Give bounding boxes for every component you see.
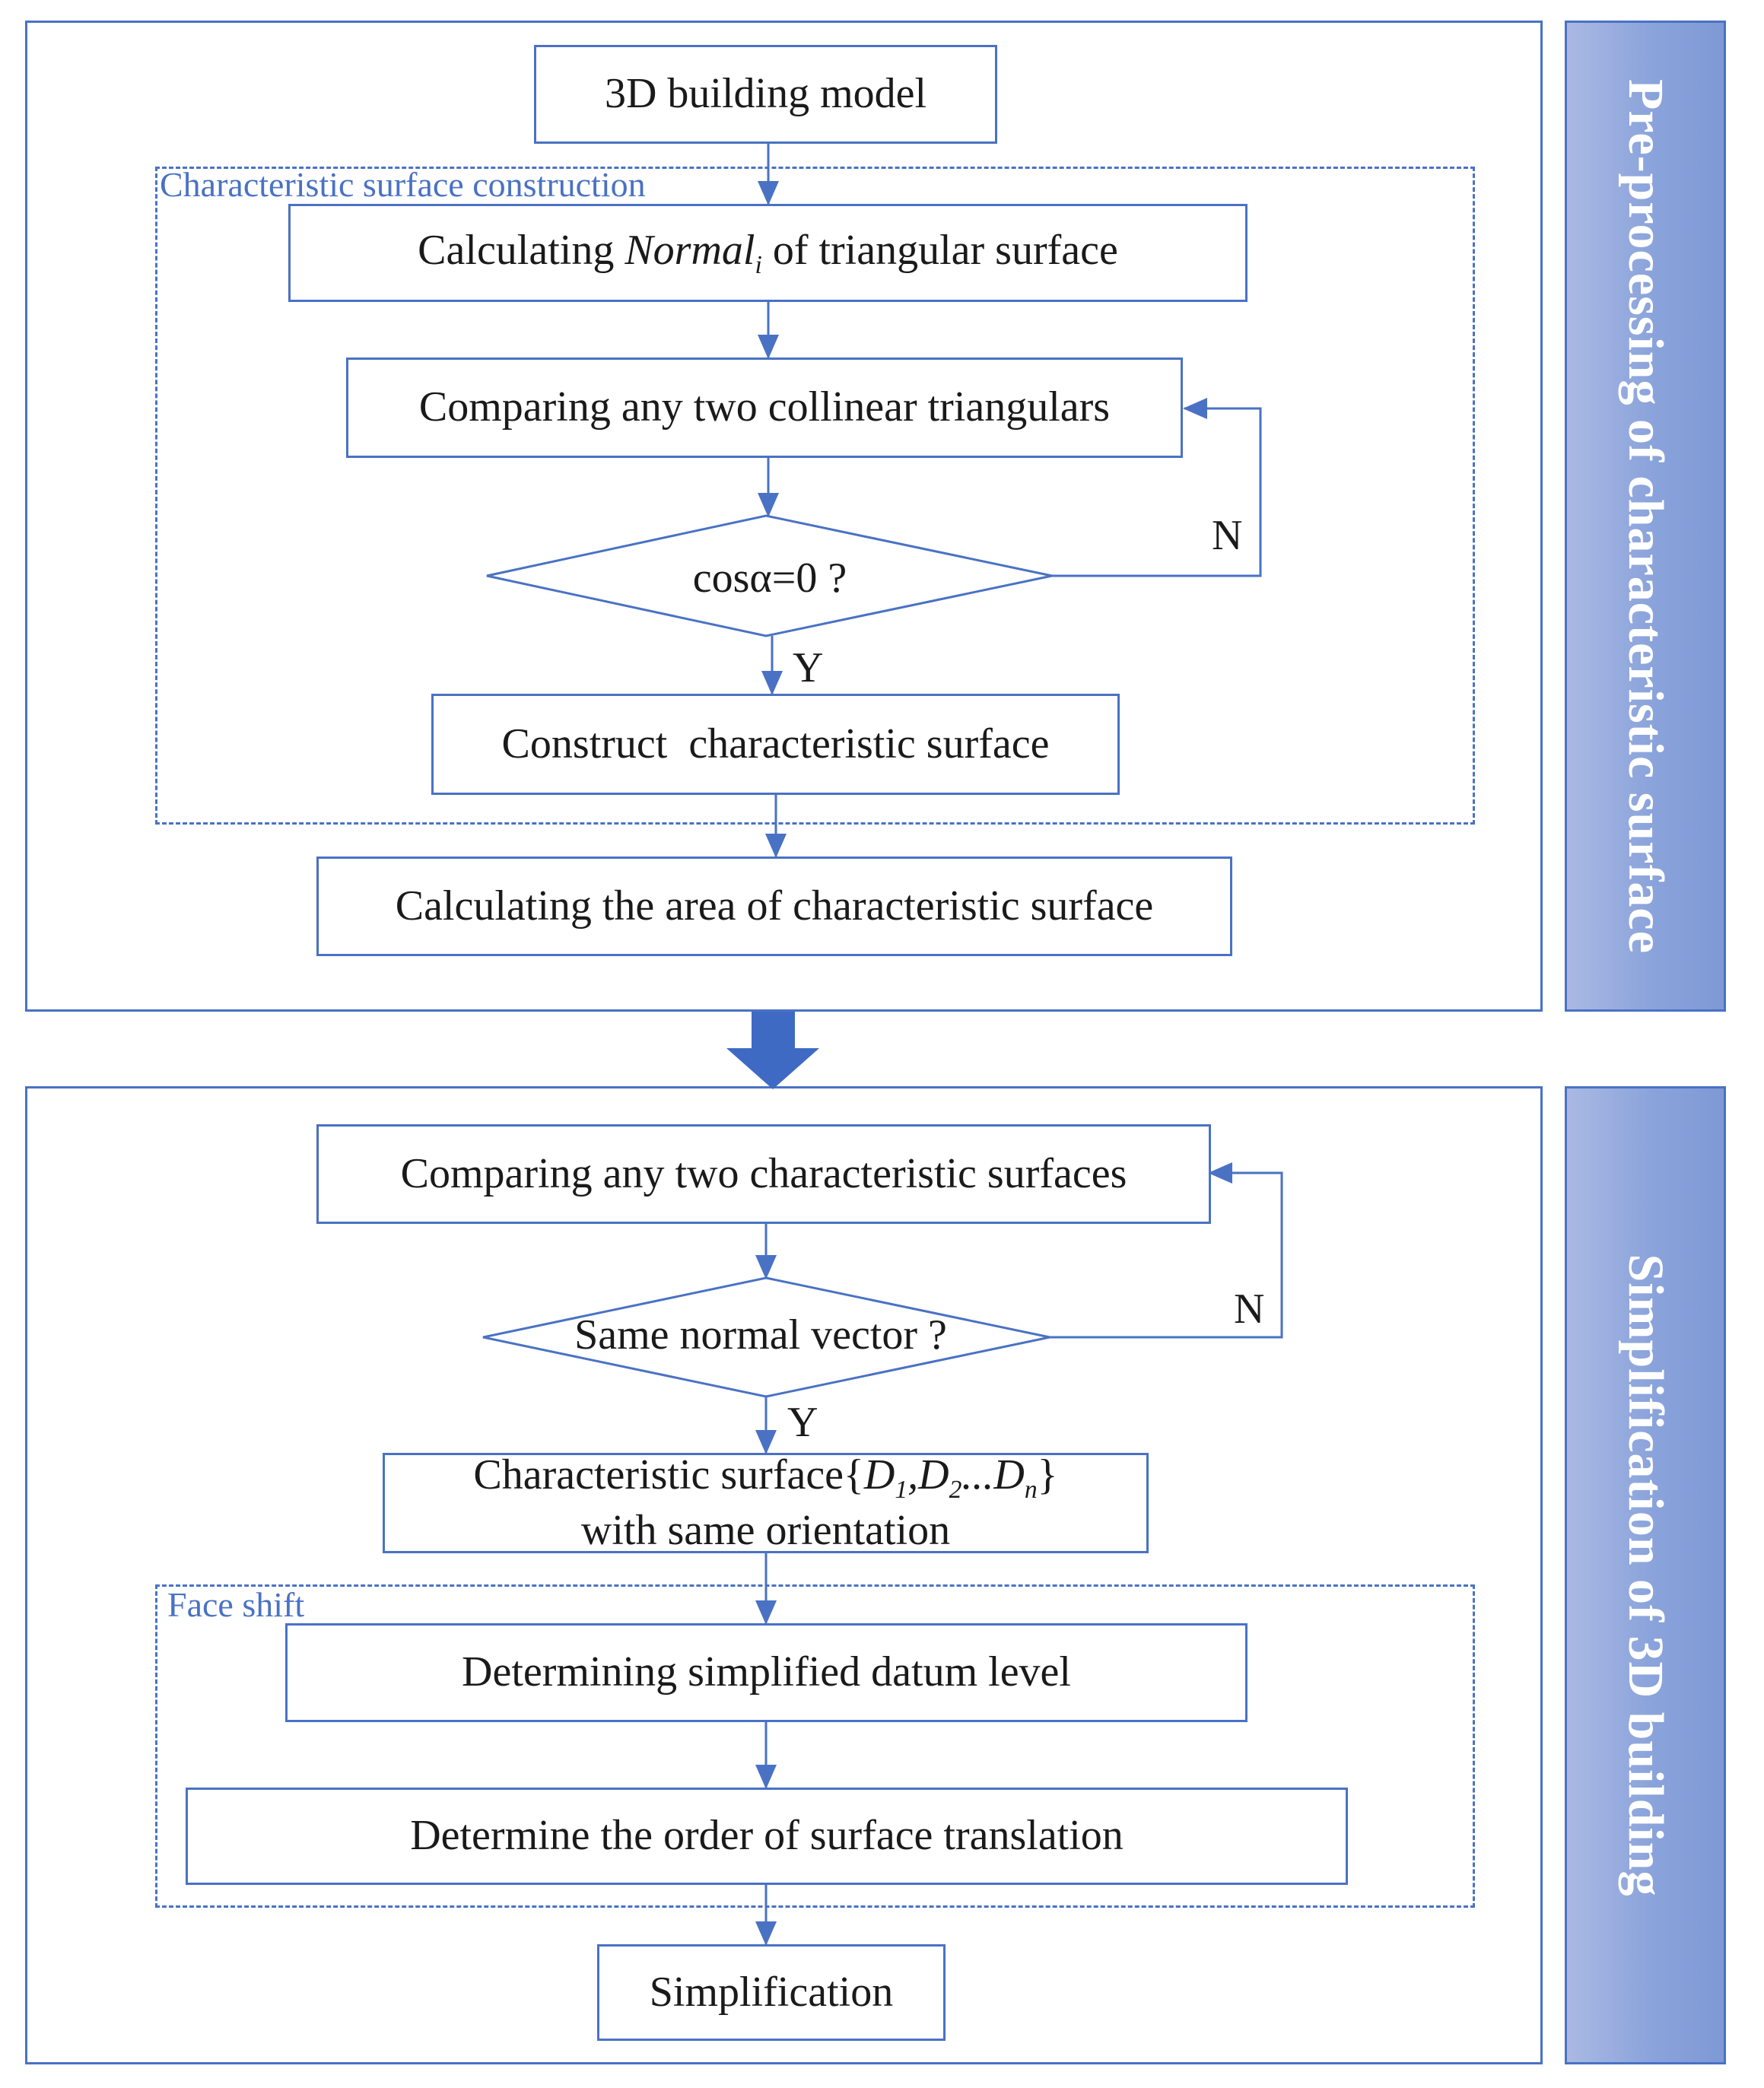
node-calculating-normal-text: Calculating Normali of triangular surfac… xyxy=(418,225,1118,281)
node-datum-level: Determining simplified datum level xyxy=(285,1623,1248,1722)
bottom-panel xyxy=(25,1086,1543,2064)
characteristic-surface-construction-group xyxy=(155,167,1475,825)
set-d1-sub: 1 xyxy=(895,1475,908,1504)
bottom-sidebar-title: Simplification of 3D building xyxy=(1618,1254,1673,1897)
same-normal-yes-label: Y xyxy=(787,1399,818,1446)
cos-no-label: N xyxy=(1212,512,1243,559)
normal-subscript: i xyxy=(755,250,762,279)
node-simplification-text: Simplification xyxy=(649,1968,894,2016)
node-characteristic-surface-set: Characteristic surface{D1,D2...Dn} with … xyxy=(383,1450,1149,1555)
set-d1: D xyxy=(863,1451,895,1498)
node-characteristic-surface-set-line1: Characteristic surface{D1,D2...Dn} xyxy=(473,1450,1057,1506)
node-3d-building-model: 3D building model xyxy=(534,45,997,144)
node-calculating-normal: Calculating Normali of triangular surfac… xyxy=(288,204,1248,302)
node-compare-triangles-text: Comparing any two collinear triangulars xyxy=(418,383,1111,431)
same-normal-decision-label: Same normal vector ? xyxy=(574,1311,947,1359)
bottom-sidebar: Simplification of 3D building xyxy=(1565,1086,1726,2064)
node-construct-characteristic-surface: Construct characteristic surface xyxy=(431,694,1120,795)
node-calculating-area-text: Calculating the area of characteristic s… xyxy=(395,882,1154,930)
node-3d-building-model-text: 3D building model xyxy=(604,70,927,118)
top-sidebar: Pre-processing of characteristic surface xyxy=(1565,21,1726,1012)
node-characteristic-surface-set-line2: with same orientation xyxy=(580,1507,951,1555)
normal-variable: Normal xyxy=(625,226,755,274)
set-d2: ,D xyxy=(907,1451,949,1498)
normal-prefix: Calculating xyxy=(418,226,625,274)
set-d2-sub: 2 xyxy=(949,1475,962,1504)
node-translation-order-text: Determine the order of surface translati… xyxy=(410,1812,1124,1860)
node-construct-characteristic-surface-text: Construct characteristic surface xyxy=(501,720,1050,768)
node-compare-triangles: Comparing any two collinear triangulars xyxy=(346,358,1183,458)
set-suffix: } xyxy=(1037,1451,1058,1498)
set-prefix: Characteristic surface{ xyxy=(473,1451,864,1498)
top-sidebar-title: Pre-processing of characteristic surface xyxy=(1618,78,1673,954)
set-dn-sub: n xyxy=(1024,1475,1038,1504)
node-compare-surfaces-text: Comparing any two characteristic surface… xyxy=(400,1149,1127,1197)
node-translation-order: Determine the order of surface translati… xyxy=(186,1788,1348,1885)
node-compare-surfaces: Comparing any two characteristic surface… xyxy=(316,1124,1211,1224)
face-shift-label: Face shift xyxy=(167,1585,305,1624)
node-simplification: Simplification xyxy=(597,1944,946,2041)
characteristic-surface-construction-label: Characteristic surface construction xyxy=(160,165,646,204)
normal-suffix: of triangular surface xyxy=(761,226,1118,274)
face-shift-group xyxy=(155,1584,1475,1908)
node-calculating-area: Calculating the area of characteristic s… xyxy=(316,856,1232,956)
set-dn: ...D xyxy=(961,1451,1025,1498)
cos-decision-label: cosα=0 ? xyxy=(692,555,847,602)
node-datum-level-text: Determining simplified datum level xyxy=(462,1648,1071,1696)
big-transition-arrow xyxy=(726,1012,819,1089)
cos-yes-label: Y xyxy=(793,644,824,691)
same-normal-no-label: N xyxy=(1234,1286,1265,1333)
